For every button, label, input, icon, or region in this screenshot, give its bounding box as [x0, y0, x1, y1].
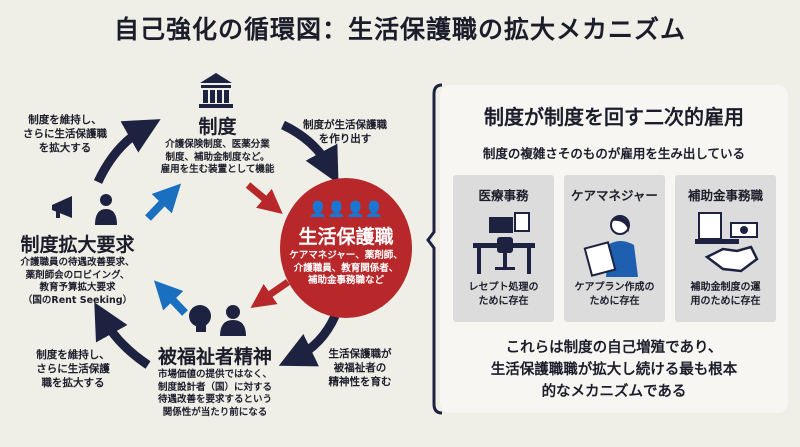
node-expansion-requests-desc: （国のRent Seeking） [22, 294, 133, 306]
person-icon [220, 305, 246, 336]
job-card-title: 補助金事務職 [687, 188, 763, 203]
node-system-desc: 制度、補助金制度など。 [165, 151, 270, 163]
arrow-label-top-left-line: さらに生活保護職 [23, 128, 107, 140]
job-card-desc: ために存在 [478, 296, 529, 307]
arrow-label-bottom-right-line: 被福祉者の [333, 362, 387, 374]
node-expansion-requests-desc: 教育予算拡大要求 [39, 282, 116, 293]
node-system: 制度 介護保険制度、医薬分業 制度、補助金制度など。 雇用を生む装置として機能 [150, 112, 285, 177]
arrow-label-top-right-line: 制度が生活保護職 [303, 119, 387, 131]
node-welfare-mindset-desc: 制度設計者（国）に対する [157, 381, 272, 393]
arrow-label-top-left-line: を拡大する [38, 142, 92, 154]
job-card-desc: 用のために存在 [690, 296, 761, 307]
job-card-desc: ケアプラン作成の [574, 282, 655, 293]
job-card-desc: ために存在 [589, 296, 640, 307]
arrow-jobs-to-spirit [278, 314, 340, 367]
arrow-system-to-jobs [281, 120, 339, 184]
panel-conclusion-line: これらは制度の自己増殖であり、 [505, 340, 723, 356]
node-welfare-jobs-desc: 介護職員、教育関係者、 [293, 262, 399, 274]
job-card-medical-clerk: 医療事務 レセプト処理のために存在 [453, 175, 554, 322]
job-card-desc: 補助金制度の運 [690, 282, 761, 293]
arrow-label-bottom-right-line: 生活保護職が [328, 348, 392, 360]
brain-head-icon [189, 305, 211, 332]
job-card-title: 医療事務 [478, 188, 529, 203]
arrow-label-bottom-right-line: 精神性を育む [328, 376, 392, 388]
node-expansion-requests-desc: 介護職員の待遇改善要求、 [20, 257, 135, 268]
arrow-requests-to-system [93, 119, 161, 184]
arrow-label-bottom-left-line: 職を拡大する [41, 377, 105, 389]
subsidy-handshake-icon [695, 212, 759, 273]
arrow-system-to-jobs-red [245, 182, 283, 214]
job-card-care-manager: ケアマネジャー ケアプラン作成のために存在 [564, 175, 665, 322]
node-expansion-requests: 制度拡大要求 介護職員の待遇改善要求、 薬剤師会のロビイング、 教育予算拡大要求… [10, 230, 145, 307]
panel-conclusion-line: 的なメカニズムである [541, 384, 687, 400]
node-welfare-jobs-desc: ケアマネジャー、薬剤師、 [289, 250, 403, 261]
node-welfare-jobs-desc: 補助金事務職など [307, 275, 384, 286]
node-welfare-jobs: 👤👤👤👤 生活保護職 ケアマネジャー、薬剤師、 介護職員、教育関係者、 補助金事… [280, 178, 412, 318]
node-welfare-jobs-title: 生活保護職 [298, 226, 394, 248]
node-welfare-mindset-desc: 関係性が当たり前になる [162, 406, 268, 418]
brace-divider [426, 83, 443, 415]
job-card-desc: レセプト処理の [468, 282, 539, 293]
panel-title: 制度が制度を回す二次的雇用 [484, 105, 744, 129]
node-welfare-mindset: 被福祉者精神 市場価値の提供ではなく、 制度設計者（国）に対する 待遇改善を要求… [145, 342, 285, 419]
arrow-spirit-to-requests [94, 302, 151, 369]
government-building-icon [199, 73, 233, 108]
secondary-employment-panel: 制度が制度を回す二次的雇用 制度の複雑さそのものが雇用を生み出している 医療事務… [440, 85, 788, 413]
person-suit-icon [95, 194, 117, 225]
office-desk-icon [473, 212, 535, 274]
node-welfare-mindset-desc: 待遇改善を要求するという [157, 394, 272, 405]
arrow-label-top-left-line: 制度を維持し、 [28, 114, 102, 126]
node-expansion-requests-desc: 薬剤師会のロビイング、 [25, 269, 130, 281]
page-title: 自己強化の循環図：生活保護職の拡大メカニズム [113, 15, 686, 44]
arrow-spirit-to-requests-blue [153, 280, 188, 316]
arrow-jobs-to-spirit-red [250, 279, 290, 308]
node-system-title: 制度 [198, 116, 237, 138]
node-system-desc: 介護保険制度、医薬分業 [165, 139, 270, 150]
node-welfare-mindset-title: 被福祉者精神 [157, 346, 272, 368]
arrow-label-top-right-line: を作り出す [318, 133, 372, 145]
panel-conclusion-line: 生活保護職職が拡大し続ける最も根本 [490, 362, 738, 378]
arrow-label-bottom-left-line: 制度を維持し、 [36, 349, 110, 361]
node-expansion-requests-title: 制度拡大要求 [20, 234, 135, 256]
panel-subtitle: 制度の複雑さそのものが雇用を生み出している [482, 146, 746, 161]
job-card-title: ケアマネジャー [571, 188, 658, 203]
arrow-label-bottom-left-line: さらに生活保護 [36, 363, 110, 375]
professionals-icon: 👤👤👤👤 [308, 200, 384, 218]
cycle-arrows [52, 73, 340, 369]
job-card-subsidy-clerk: 補助金事務職 補助金制度の運用のために存在 [675, 175, 776, 322]
megaphone-icon [52, 196, 72, 218]
care-manager-icon [583, 215, 638, 277]
node-system-desc: 雇用を生む装置として機能 [160, 164, 275, 175]
arrow-requests-to-system-blue [145, 183, 182, 221]
node-welfare-mindset-desc: 市場価値の提供ではなく、 [157, 369, 272, 380]
